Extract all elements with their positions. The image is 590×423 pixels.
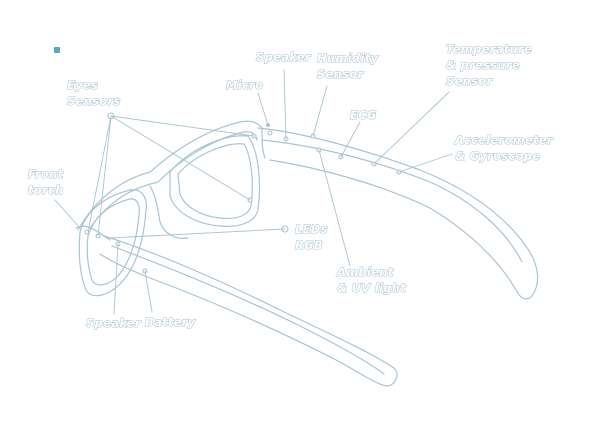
right-temple-inner bbox=[261, 139, 523, 263]
label-battery: Battery bbox=[144, 314, 196, 329]
label-ecg: ECG bbox=[349, 107, 377, 122]
label-speaker-bottom: Speaker bbox=[85, 315, 141, 330]
frame-top-rim-inner bbox=[89, 131, 258, 229]
label-accelerometer-gyroscope: Accelerometer& Gyroscope bbox=[454, 132, 553, 163]
nose-bridge bbox=[149, 185, 189, 239]
right-lens bbox=[169, 135, 261, 227]
left-temple bbox=[99, 235, 398, 387]
leader-lines bbox=[54, 69, 453, 315]
label-speaker-top: Speaker bbox=[255, 49, 311, 64]
accent-square bbox=[54, 47, 60, 53]
left-lens-inner bbox=[86, 198, 140, 286]
left-temple-inner bbox=[111, 245, 385, 375]
right-lens-inner bbox=[177, 143, 253, 220]
frame-top-rim bbox=[77, 120, 266, 231]
label-micro: Micro bbox=[225, 77, 264, 92]
label-ambient-uv-light: Ambient& UV light bbox=[336, 264, 407, 295]
right-temple bbox=[257, 127, 539, 300]
